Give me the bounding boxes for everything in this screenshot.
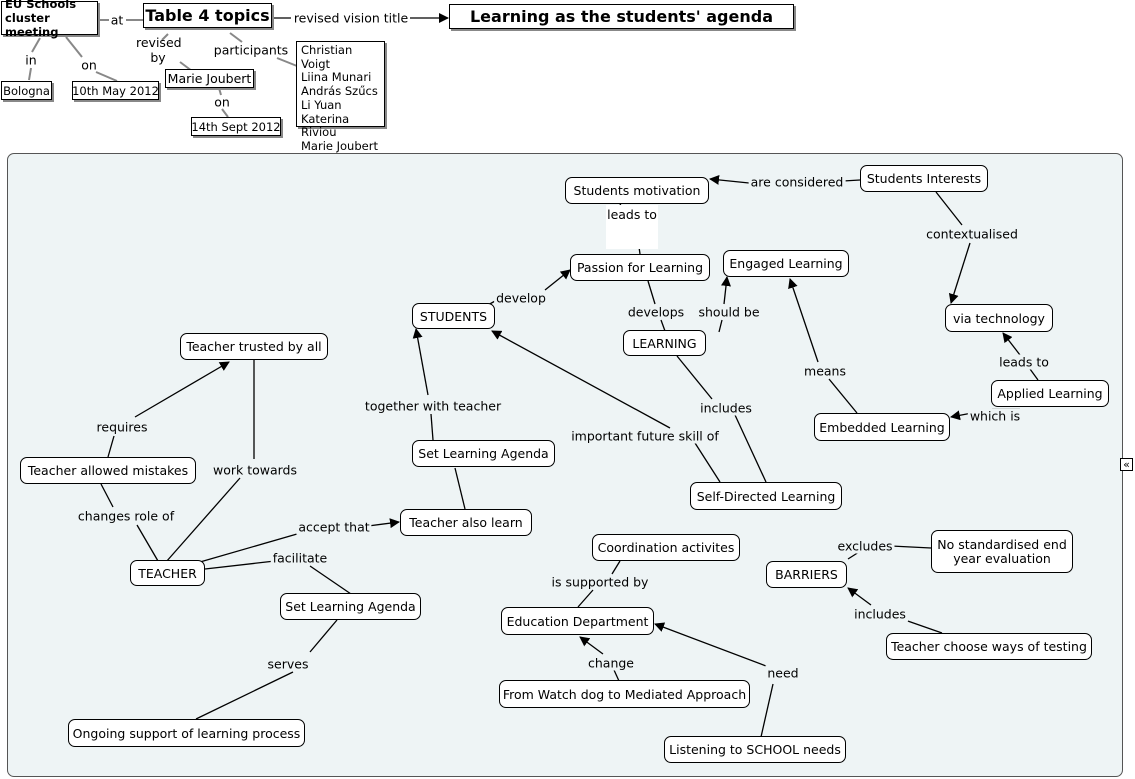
node-marie-joubert[interactable]: Marie Joubert [165, 69, 254, 88]
node-learning[interactable]: LEARNING [623, 330, 706, 356]
label-participants: participants [213, 42, 289, 58]
node-participants-list[interactable]: Christian Voigt Liina Munari András Szűc… [296, 41, 385, 153]
node-passion-for-learning[interactable]: Passion for Learning [570, 254, 710, 281]
label-together-with-teacher: together with teacher [362, 398, 504, 414]
node-barriers[interactable]: BARRIERS [766, 561, 847, 588]
label-includes: includes [852, 606, 908, 622]
label-change: change [585, 655, 637, 671]
label-means: means [802, 363, 848, 379]
label-serves: serves [265, 656, 311, 672]
node-ongoing-support[interactable]: Ongoing support of learning process [68, 719, 305, 747]
label-work-towards: work towards [210, 462, 300, 478]
node-bologna[interactable]: Bologna [1, 81, 52, 100]
node-watch-dog[interactable]: From Watch dog to Mediated Approach [499, 680, 750, 708]
node-set-learning-agenda-2[interactable]: Set Learning Agenda [280, 593, 421, 620]
participant: András Szűcs [301, 84, 378, 99]
label-in: in [25, 52, 37, 68]
node-table4-topics[interactable]: Table 4 topics [143, 3, 272, 28]
node-eu-schools[interactable]: EU Schools cluster meeting [1, 0, 98, 39]
collapse-icon[interactable]: « [1120, 458, 1133, 471]
participant: Katerina Riviou [301, 111, 350, 140]
label-develop: develop [494, 290, 548, 306]
node-teacher-trusted[interactable]: Teacher trusted by all [180, 333, 328, 360]
node-embedded-learning[interactable]: Embedded Learning [814, 413, 950, 441]
label-leads-to: leads to [606, 205, 658, 249]
node-no-standardised-evaluation[interactable]: No standardised end year evaluation [931, 530, 1073, 573]
label-includes: includes [698, 400, 754, 416]
node-students-motivation[interactable]: Students motivation [565, 177, 709, 204]
node-coordination-activities[interactable]: Coordination activites [592, 534, 740, 561]
node-students[interactable]: STUDENTS [412, 303, 495, 329]
label-which-is: which is [967, 408, 1023, 424]
label-important-future-skill: important future skill of [569, 428, 721, 444]
label-need: need [765, 665, 801, 681]
label-accept-that: accept that [296, 519, 372, 535]
label-on: on [81, 57, 97, 73]
node-via-technology[interactable]: via technology [945, 304, 1053, 332]
label-excludes: excludes [835, 538, 895, 554]
label-are-considered: are considered [748, 174, 846, 190]
node-teacher-mistakes[interactable]: Teacher allowed mistakes [20, 457, 196, 484]
node-teacher[interactable]: TEACHER [130, 560, 205, 586]
label-facilitate: facilitate [270, 550, 330, 566]
node-teacher-testing[interactable]: Teacher choose ways of testing [886, 633, 1092, 660]
label-at: at [110, 12, 124, 28]
participant: Christian Voigt [301, 43, 353, 71]
node-vision-title[interactable]: Learning as the students' agenda [449, 4, 794, 29]
node-engaged-learning[interactable]: Engaged Learning [723, 250, 849, 277]
node-students-interests[interactable]: Students Interests [860, 165, 988, 192]
label-revised-by: revised by [136, 35, 182, 65]
label-develops: develops [625, 304, 687, 320]
node-date-sept[interactable]: 14th Sept 2012 [191, 117, 281, 136]
node-date-may[interactable]: 10th May 2012 [72, 81, 159, 100]
node-self-directed-learning[interactable]: Self-Directed Learning [690, 482, 842, 510]
participant: Liina Munari [301, 70, 372, 85]
label-should-be: should be [696, 304, 762, 320]
node-set-learning-agenda[interactable]: Set Learning Agenda [412, 440, 555, 467]
header-links [28, 19, 298, 118]
label-is-supported-by: is supported by [549, 574, 651, 590]
label-revised-vision: revised vision title [293, 10, 409, 26]
node-education-department[interactable]: Education Department [501, 607, 654, 635]
label-leads-to: leads to [997, 354, 1051, 370]
node-teacher-also-learn[interactable]: Teacher also learn [400, 509, 532, 536]
participant: Li Yuan [301, 97, 342, 112]
node-applied-learning[interactable]: Applied Learning [991, 380, 1109, 407]
label-changes-role-of: changes role of [75, 508, 177, 524]
label-contextualised: contextualised [924, 226, 1020, 242]
participant: Marie Joubert [301, 138, 378, 153]
label-on: on [214, 94, 230, 110]
label-requires: requires [94, 419, 150, 435]
node-listening-school-needs[interactable]: Listening to SCHOOL needs [664, 736, 846, 763]
